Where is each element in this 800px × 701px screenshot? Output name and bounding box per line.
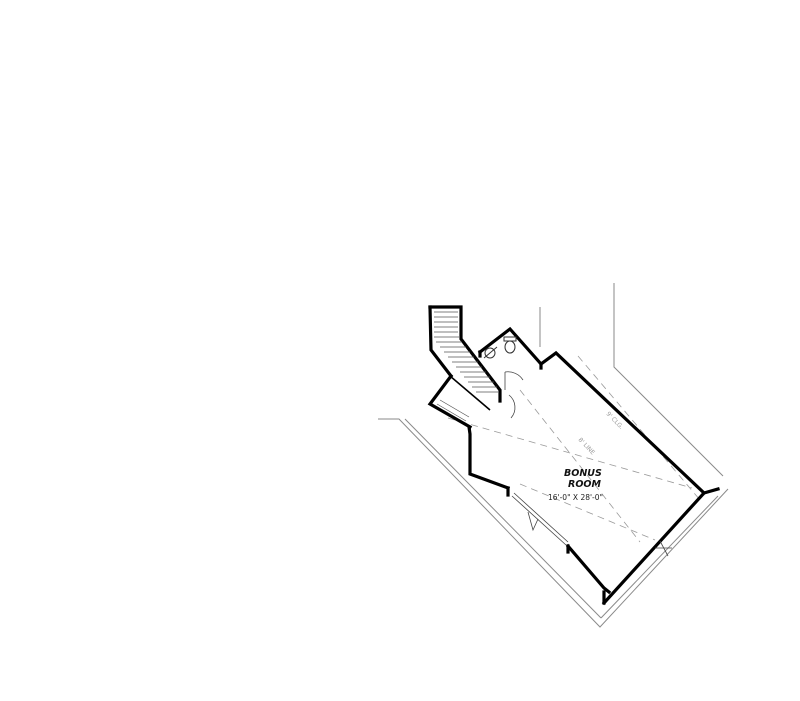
stair-treads [434, 311, 498, 393]
bath-door [504, 371, 524, 390]
beam-note: 8' LINE [577, 437, 597, 457]
room-door [508, 394, 516, 419]
closet-shelf [436, 399, 470, 422]
toilet-icon [503, 336, 517, 354]
window [511, 492, 569, 546]
ceiling-lines [447, 355, 701, 543]
bath-walls [477, 326, 543, 370]
dormer-window [655, 540, 672, 557]
roof-outline [378, 283, 729, 628]
room-name-line1: BONUS [564, 468, 602, 479]
room-dimensions: 16'-0" X 28'-0" [548, 493, 603, 502]
room-walls [467, 350, 720, 606]
sink-icon [483, 346, 498, 359]
room-name-line2: ROOM [568, 479, 601, 490]
stair-walls [427, 305, 502, 430]
